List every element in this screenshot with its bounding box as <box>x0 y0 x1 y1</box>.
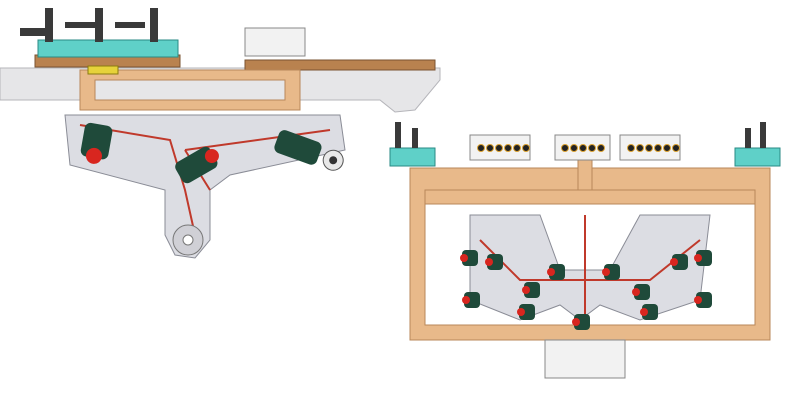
valve-port <box>645 144 653 152</box>
cylinder <box>694 292 712 308</box>
fixture-plate <box>64 114 346 259</box>
cylinder <box>522 282 540 298</box>
valve-port <box>672 144 680 152</box>
valve-port <box>570 144 578 152</box>
valve-port <box>663 144 671 152</box>
cyan-block <box>37 39 179 58</box>
channel-line-right <box>479 215 701 320</box>
cylinders-right <box>460 250 712 330</box>
valve-port <box>654 144 662 152</box>
frame-crossbar <box>424 189 756 205</box>
valve-ports <box>477 144 680 152</box>
frame-post-center <box>577 159 593 191</box>
valve-port <box>486 144 494 152</box>
cylinder <box>632 284 650 300</box>
valve-port <box>579 144 587 152</box>
valve-port <box>513 144 521 152</box>
cylinder <box>462 292 480 308</box>
cylinder <box>670 254 688 270</box>
yellow-clamp <box>87 65 119 75</box>
cylinder <box>640 304 658 320</box>
pivot-hole <box>182 234 194 246</box>
valve-port <box>561 144 569 152</box>
grippers-right <box>395 122 766 148</box>
hanging-box <box>544 339 626 379</box>
orange-frame <box>79 69 301 111</box>
valve-port <box>504 144 512 152</box>
right-fixture-assembly <box>389 122 781 379</box>
brown-plate-right <box>244 59 436 71</box>
gripper-set-left <box>20 8 158 42</box>
valve-port <box>477 144 485 152</box>
valve-port <box>495 144 503 152</box>
left-fixture-assembly <box>0 8 441 259</box>
valve-port <box>627 144 635 152</box>
cylinders-left <box>80 122 344 184</box>
cyan-block-left <box>389 147 436 167</box>
cylinder <box>517 304 535 320</box>
cylinder <box>485 254 503 270</box>
cylinder <box>602 264 620 280</box>
valve-port <box>636 144 644 152</box>
valve-box <box>244 27 306 57</box>
cylinder <box>547 264 565 280</box>
cylinder <box>572 314 590 330</box>
cylinder <box>460 250 478 266</box>
valve-port <box>597 144 605 152</box>
cyan-block-right <box>734 147 781 167</box>
valve-port <box>522 144 530 152</box>
valve-port <box>588 144 596 152</box>
cylinder <box>694 250 712 266</box>
